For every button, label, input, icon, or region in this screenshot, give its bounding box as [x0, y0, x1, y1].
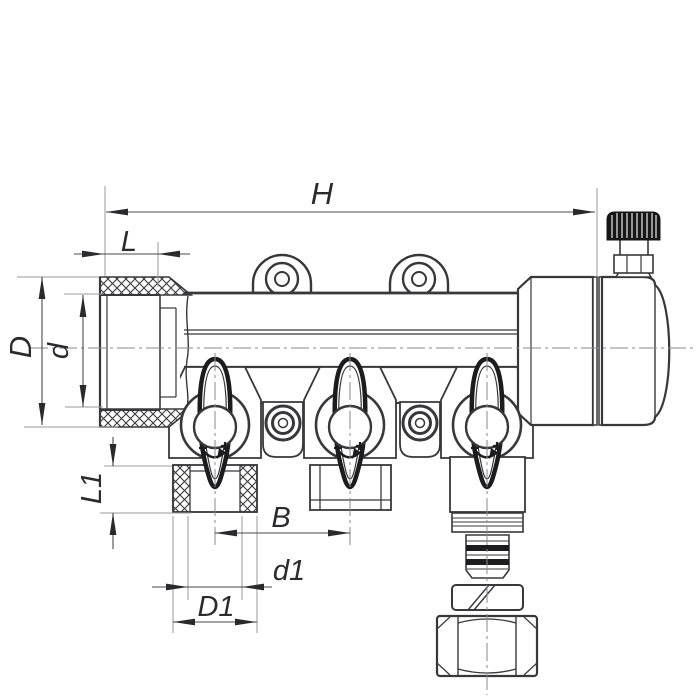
dim-label-H: H: [311, 176, 334, 211]
dim-label-d: d: [43, 342, 75, 359]
vent-knob: [606, 211, 661, 241]
dimension-lines: [38, 208, 595, 626]
dimension-labels: H L D d L1 B d1 D1: [3, 176, 334, 623]
end-cap: [600, 275, 671, 427]
mounting-ear-left: [251, 253, 313, 297]
dim-label-D1: D1: [197, 591, 234, 623]
inlet-cap: [98, 276, 194, 428]
mounting-lug-2: [399, 401, 441, 458]
dim-label-L1: L1: [76, 472, 108, 504]
dim-label-B: B: [271, 502, 290, 534]
right-body-section: [516, 275, 595, 427]
vent-hex-nut: [613, 254, 654, 274]
plus-mark: [356, 442, 364, 450]
dim-label-L: L: [121, 226, 137, 258]
dim-label-d1: d1: [273, 555, 305, 587]
plus-mark: [221, 442, 229, 450]
mounting-lug-1: [262, 401, 304, 458]
extension-lines: [17, 186, 598, 633]
plus-mark: [493, 442, 501, 450]
mounting-ear-right: [388, 253, 450, 297]
air-vent: [606, 211, 661, 278]
centerlines: [30, 347, 695, 695]
cap-body-transition: [185, 295, 189, 409]
dim-label-D: D: [3, 336, 38, 358]
